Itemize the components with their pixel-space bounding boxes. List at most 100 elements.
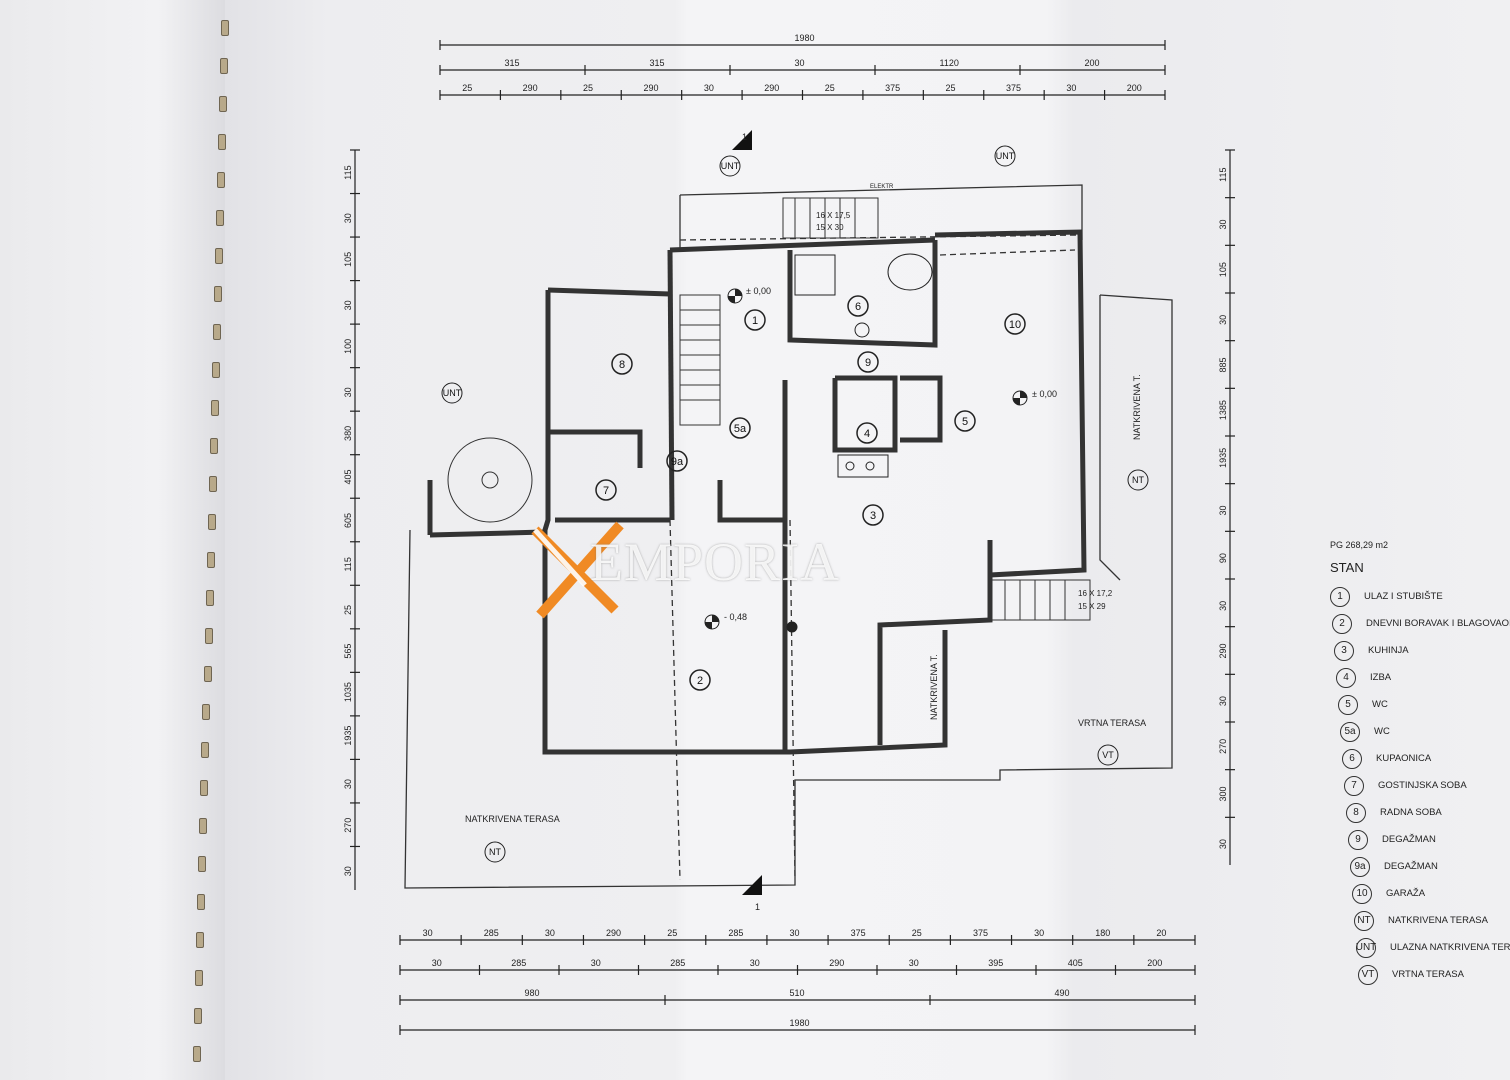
room-number: 1 (752, 315, 758, 327)
binder-ring (198, 856, 207, 872)
legend-badge: 5a (1340, 721, 1360, 742)
bottom-dim-label: 290 (606, 928, 621, 938)
bottom-dim-label: 405 (1068, 958, 1083, 968)
binder-ring (206, 552, 215, 568)
right-dim-label: 90 (1218, 553, 1228, 563)
area-tag-text: UNT (721, 161, 740, 171)
spiral-staircase (447, 437, 533, 523)
stairs (447, 197, 1091, 621)
legend-label: DNEVNI BORAVAK I BLAGOVAON (1366, 618, 1510, 629)
area-tag-text: NT (489, 847, 501, 857)
bottom-dim-label: 980 (525, 988, 540, 998)
section-mark-bottom: 1 (755, 902, 760, 912)
left-dim-label: 105 (343, 252, 353, 267)
legend-badge: 4 (1336, 667, 1356, 688)
legend-label: RADNA SOBA (1380, 807, 1442, 818)
top-dim-label: 30 (1066, 83, 1076, 93)
emporia-logo-mark (531, 521, 624, 619)
binder-ring (192, 1046, 201, 1062)
left-dim-label: 1035 (343, 682, 353, 702)
dimension-lines (350, 40, 1235, 1035)
left-dim-label: 30 (343, 213, 353, 223)
legend-badge: 10 (1352, 883, 1372, 904)
binder-ring (200, 780, 209, 796)
binder-ring (213, 324, 221, 340)
binder-ring (199, 818, 208, 834)
top-dim-label: 25 (462, 83, 472, 93)
bottom-dim-label: 285 (670, 958, 685, 968)
top-dim-label: 200 (1085, 58, 1100, 68)
top-dim-label: 290 (643, 83, 658, 93)
room-number: 2 (697, 675, 703, 687)
left-dim-label: 270 (343, 818, 353, 833)
right-dim-label: 30 (1218, 505, 1228, 515)
left-dim-label: 100 (343, 339, 353, 354)
left-dim-label: 30 (343, 779, 353, 789)
legend-badge: 2 (1332, 613, 1352, 634)
room-marker-5: 5 (954, 410, 976, 432)
stair-spec-1b: 15 X 30 (816, 223, 844, 232)
legend-label: ULAZ I STUBIŠTE (1364, 591, 1443, 602)
binder-ring (214, 286, 223, 302)
area-tag-text: NT (1132, 475, 1144, 485)
bottom-dim-label: 375 (851, 928, 866, 938)
legend-badge: NT (1354, 910, 1374, 931)
left-dim-label: 1935 (343, 726, 353, 746)
bottom-dim-label: 30 (545, 928, 555, 938)
legend-label: IZBA (1370, 672, 1392, 683)
legend-badge: 7 (1344, 775, 1364, 796)
label-natkrivena-t-2: NATKRIVENA T. (1132, 374, 1142, 440)
legend-label: WC (1372, 699, 1388, 710)
legend-label: GARAŽA (1386, 888, 1426, 899)
room-number: 5 (962, 416, 968, 428)
right-dim-label: 290 (1218, 643, 1228, 658)
binder-ring (203, 666, 212, 682)
room-marker-2: 2 (689, 669, 711, 691)
plan-labels: NATKRIVENA TERASA VRTNA TERASA NATKRIVEN… (465, 130, 1146, 912)
area-tag-nt: NT (484, 841, 506, 863)
top-dim-label: 375 (1006, 83, 1021, 93)
top-dim-label: 315 (650, 58, 665, 68)
terrace-outlines (404, 184, 1173, 889)
binder-ring (209, 438, 218, 454)
room-number: 5a (734, 423, 747, 435)
legend-label: VRTNA TERASA (1392, 969, 1464, 980)
label-natkrivena-t-1: NATKRIVENA T. (929, 654, 939, 720)
top-dim-label: 290 (764, 83, 779, 93)
binder-ring (194, 1008, 202, 1024)
bottom-dim-label: 375 (973, 928, 988, 938)
binder-ring (208, 476, 217, 492)
binder-left-page (0, 0, 225, 1080)
area-tag-unt: UNT (994, 145, 1016, 167)
room-marker-3: 3 (862, 504, 884, 526)
bottom-dim-label: 285 (484, 928, 499, 938)
right-dim-label: 30 (1218, 219, 1228, 229)
room-number: 4 (864, 428, 870, 440)
room-number: 6 (855, 301, 861, 313)
legend-badge: 1 (1330, 586, 1350, 607)
top-dim-label: 375 (885, 83, 900, 93)
top-dim-label: 1120 (940, 58, 959, 68)
bottom-dim-label: 30 (750, 958, 760, 968)
binder-ring (205, 590, 214, 606)
binder-ring (216, 210, 225, 226)
bottom-dim-label: 180 (1095, 928, 1110, 938)
room-number: 8 (619, 359, 625, 371)
right-dim-label: 30 (1218, 315, 1228, 325)
bottom-dim-label: 395 (988, 958, 1003, 968)
legend-label: DEGAŽMAN (1384, 861, 1438, 872)
bottom-dim-label: 200 (1147, 958, 1162, 968)
top-dim-label: 25 (825, 83, 835, 93)
right-dim-label: 30 (1218, 839, 1228, 849)
floor-plan-sheet (225, 0, 1510, 1080)
binder-ring (201, 742, 210, 758)
legend-badge: 6 (1342, 748, 1362, 769)
